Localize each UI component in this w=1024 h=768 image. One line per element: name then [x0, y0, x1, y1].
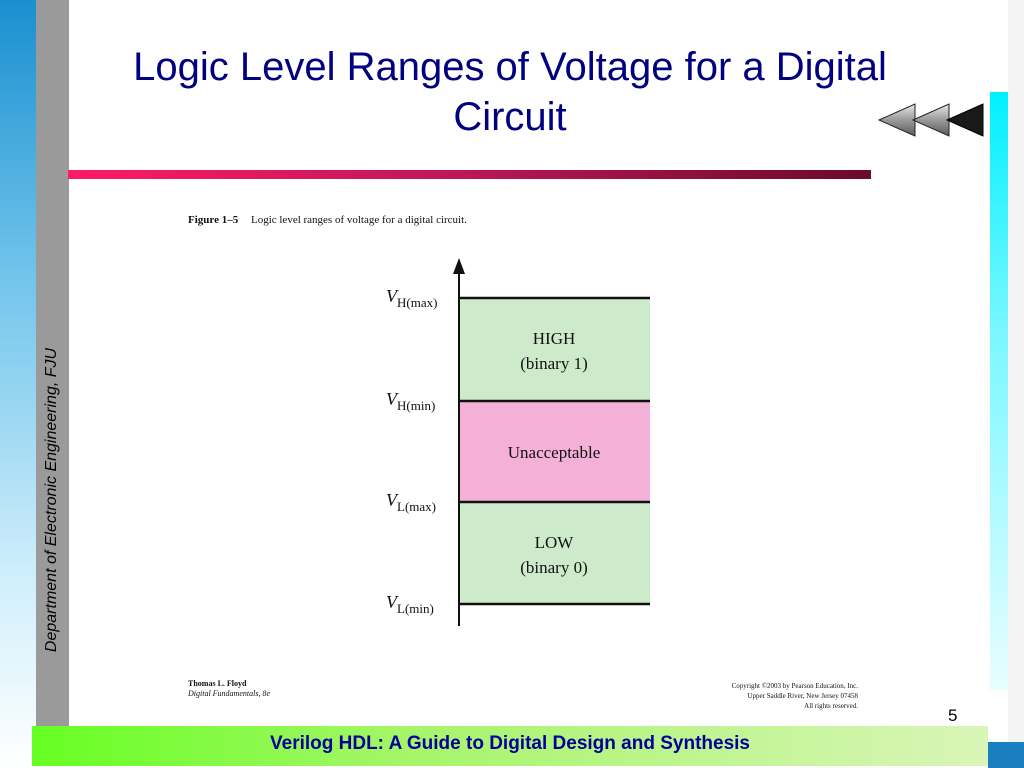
- level-label-vl-max: VL(max): [386, 490, 436, 514]
- navigation-arrows[interactable]: [877, 100, 987, 140]
- slide-title: Logic Level Ranges of Voltage for a Digi…: [70, 42, 950, 142]
- figure-caption-text: Logic level ranges of voltage for a digi…: [250, 214, 467, 226]
- region-low-sublabel: (binary 0): [520, 558, 588, 577]
- copyright-line1: Copyright ©2003 by Pearson Education, In…: [731, 682, 858, 690]
- page-number: 5: [948, 706, 958, 725]
- logic-level-diagram: VH(max) VH(min) VL(max) VL(min) HIGH (bi…: [386, 258, 650, 626]
- region-unacceptable: [459, 401, 650, 502]
- department-label: Department of Electronic Engineering, FJ…: [43, 347, 60, 653]
- figure-label: Figure 1–5: [188, 214, 239, 226]
- credit-author-block: Thomas L. Floyd Digital Fundamentals, 8e: [188, 679, 270, 699]
- level-label-vh-max: VH(max): [386, 286, 437, 310]
- region-high: [459, 298, 650, 401]
- region-unacceptable-label: Unacceptable: [508, 443, 601, 462]
- copyright-block: Copyright ©2003 by Pearson Education, In…: [650, 681, 858, 711]
- back-arrow-icon-2[interactable]: [911, 103, 950, 137]
- footer-right-block: [988, 742, 1024, 768]
- copyright-line2: Upper Saddle River, New Jersey 07458: [747, 692, 858, 700]
- back-arrow-icon-1[interactable]: [877, 103, 916, 137]
- region-low: [459, 502, 650, 604]
- gray-side-bar: [36, 0, 69, 726]
- credit-author: Thomas L. Floyd: [188, 679, 247, 688]
- axis-arrow-icon: [453, 258, 465, 274]
- footer-bar: [32, 726, 988, 766]
- copyright-line3: All rights reserved.: [804, 702, 858, 710]
- title-underline: [68, 170, 871, 179]
- region-low-label: LOW: [535, 533, 575, 552]
- footer-text: Verilog HDL: A Guide to Digital Design a…: [270, 733, 750, 754]
- slide-title-line2: Circuit: [453, 95, 567, 139]
- credit-book: Digital Fundamentals, 8e: [188, 689, 270, 698]
- region-high-label: HIGH: [533, 329, 576, 348]
- level-label-vh-min: VH(min): [386, 389, 435, 413]
- region-high-sublabel: (binary 1): [520, 354, 588, 373]
- level-label-vl-min: VL(min): [386, 592, 434, 616]
- left-decorative-bar: [0, 0, 36, 768]
- back-arrow-icon-3[interactable]: [945, 103, 984, 137]
- figure-caption: Figure 1–5 Logic level ranges of voltage…: [188, 214, 467, 226]
- cyan-side-bar: [990, 92, 1008, 690]
- slide-title-line1: Logic Level Ranges of Voltage for a Digi…: [133, 45, 887, 89]
- right-strip: [1008, 0, 1024, 768]
